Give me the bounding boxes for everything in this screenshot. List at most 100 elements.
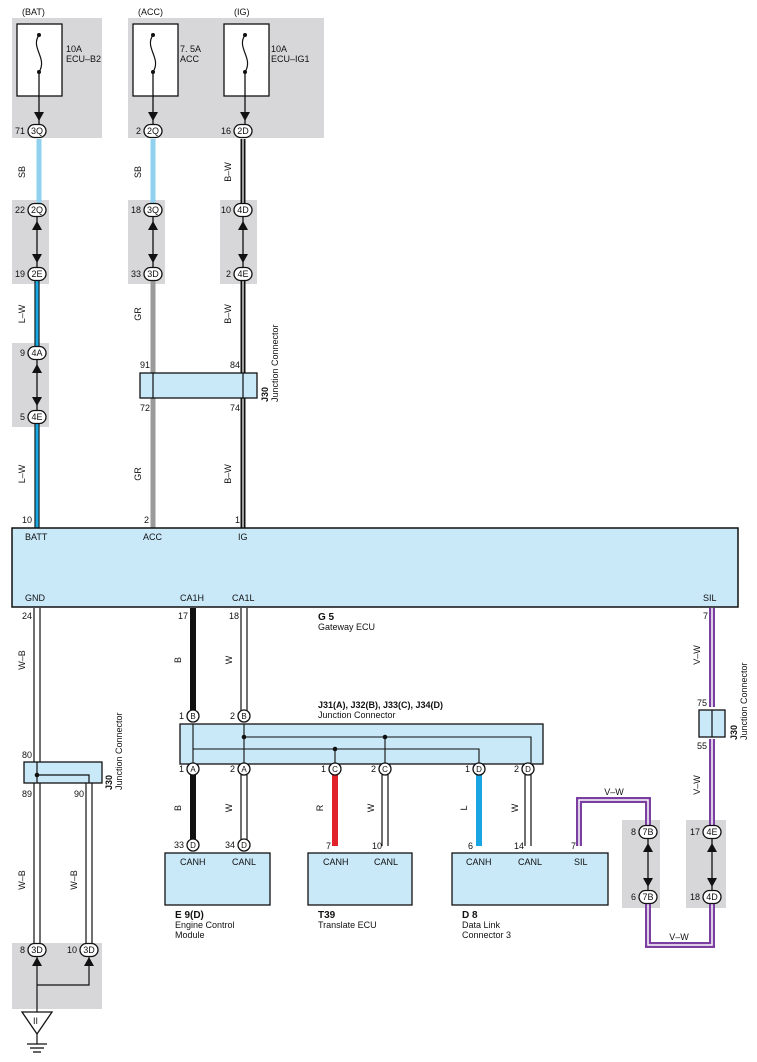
connector-pin: 16 [221,126,231,136]
pin-label: SIL [703,593,717,603]
pin-number: 17 [178,611,188,621]
connector-code: 3D [83,945,95,955]
j30-pin: 55 [697,741,707,751]
ecu-name: Module [175,930,205,940]
pin-label: BATT [25,532,48,542]
gateway-ecu: BATT ACC IG GND CA1H CA1L SIL 10 2 1 24 … [11,515,739,632]
wire-color-label: L–W [17,304,27,323]
j30-desc: Junction Connector [739,662,749,740]
wire-sil [576,608,715,948]
connector-jc-b1: B1 [179,709,200,723]
connector-code: C [332,765,338,774]
fuse-amp-bat: 10A [66,44,82,54]
connector-code: 3D [31,945,43,955]
pin-number: 10 [22,515,32,525]
connector-pin: 8 [631,827,636,837]
ecu-code: E 9(D) [175,910,204,921]
data-link-connector: CANH CANL SIL 6 14 7 D 8 Data Link Conne… [451,841,609,940]
pin-number: 1 [235,515,240,525]
fuse-name-ig: ECU–IG1 [271,54,310,64]
wire-color-label: W [366,803,376,812]
ecu-name: Connector 3 [462,930,511,940]
connector-code: 2E [31,269,42,279]
pin-label: ACC [143,532,163,542]
pin-number: 14 [514,841,524,851]
connector-jc-a2: A2 [230,762,251,776]
j30-ig-connector: 91 84 72 74 J30 Junction Connector [139,324,280,413]
j30-desc: Junction Connector [270,324,280,402]
connector-pin: 10 [221,205,231,215]
connector-pin: 18 [131,205,141,215]
pin-label: CA1H [180,593,204,603]
fuse-icon [149,34,157,73]
wire-color-label: B–W [223,162,233,182]
wire-color-label: B [173,805,183,811]
pin-label: CANL [518,857,542,867]
pin-label: GND [25,593,46,603]
j30-pin: 91 [140,360,150,370]
ground-symbol: II [20,1011,54,1053]
connector-pin: 10 [67,945,77,955]
connector-pin: 8 [20,945,25,955]
wire-color-label: SB [133,166,143,178]
junction-code: J31(A), J32(B), J33(C), J34(D) [318,700,443,710]
j30-code: J30 [729,725,739,740]
connector-code: 3D [147,269,159,279]
connector-gnd-a: 3D 8 [20,942,47,958]
j30-desc: Junction Connector [114,712,124,790]
connector-code: B [241,712,246,721]
junction-name: Junction Connector [318,710,396,720]
connector-pin: 2 [230,764,235,774]
source-label-ig: (IG) [234,7,250,17]
connector-code: 4E [237,269,248,279]
connector-code: 4D [706,892,718,902]
j30-pin: 75 [697,698,707,708]
connector-pin: 2 [136,126,141,136]
wire-color-label: B [173,657,183,663]
connector-bat-c: 4A 9 [20,345,47,361]
connector-code: 4A [31,348,42,358]
connector-pin: 22 [15,205,25,215]
j30-pin: 90 [74,789,84,799]
pin-number: 7 [703,611,708,621]
connector-jc-b2: B2 [230,709,251,723]
connector-code: 4D [237,205,249,215]
fuse-icon [241,34,249,73]
j30-sil-connector: 75 55 J30 Junction Connector [697,662,749,751]
wire-can [190,608,532,846]
ecu-name: Data Link [462,920,501,930]
pin-label: SIL [574,857,588,867]
connector-pin: 34 [225,840,235,850]
connector-pin: 2 [371,764,376,774]
translate-ecu: CANH CANL 7 10 T39 Translate ECU [307,841,413,930]
connector-pin: 71 [15,126,25,136]
wire-color-label: V–W [692,645,702,665]
wire-color-label: B–W [223,464,233,484]
connector-pin: 6 [631,892,636,902]
connector-code: 3Q [31,126,43,136]
connector-code: 4E [31,412,42,422]
wire-color-label: W–B [69,870,79,890]
ecu-code: T39 [318,910,336,921]
pin-label: CANH [466,857,492,867]
pin-number: 7 [571,841,576,851]
connector-code: D [476,765,482,774]
source-label-acc: (ACC) [138,7,163,17]
fuse-amp-acc: 7. 5A [180,44,201,54]
wire-color-label: L–W [17,464,27,483]
wire-color-label: L [459,805,469,810]
connector-pin: 1 [179,764,184,774]
connector-pin: 17 [690,827,700,837]
connector-pin: 1 [321,764,326,774]
connector-code: 7B [642,892,653,902]
wire-color-label: W–B [17,650,27,670]
connector-sil-a: 7B8 [631,824,658,840]
j30-code: J30 [104,775,114,790]
connector-pin: 9 [20,348,25,358]
wire-color-label: R [315,804,325,811]
fuse-amp-ig: 10A [271,44,287,54]
wire-color-label: V–W [669,932,689,942]
connector-pin: 33 [131,269,141,279]
